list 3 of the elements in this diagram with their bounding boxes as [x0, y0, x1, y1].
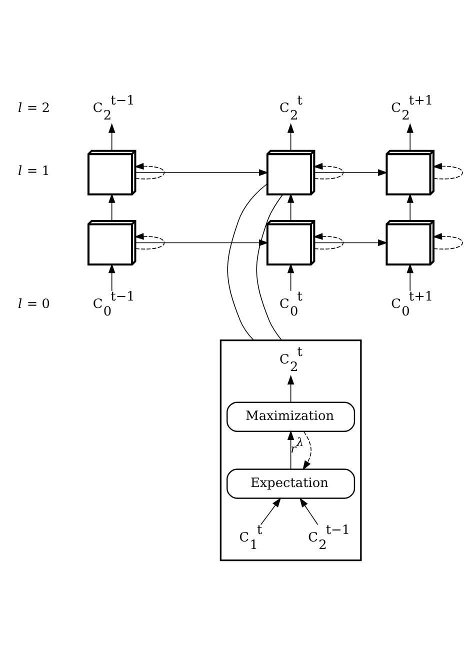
label: l = 2 — [18, 100, 50, 116]
label: l = 0 — [18, 296, 50, 312]
label: l = 1 — [18, 164, 50, 179]
